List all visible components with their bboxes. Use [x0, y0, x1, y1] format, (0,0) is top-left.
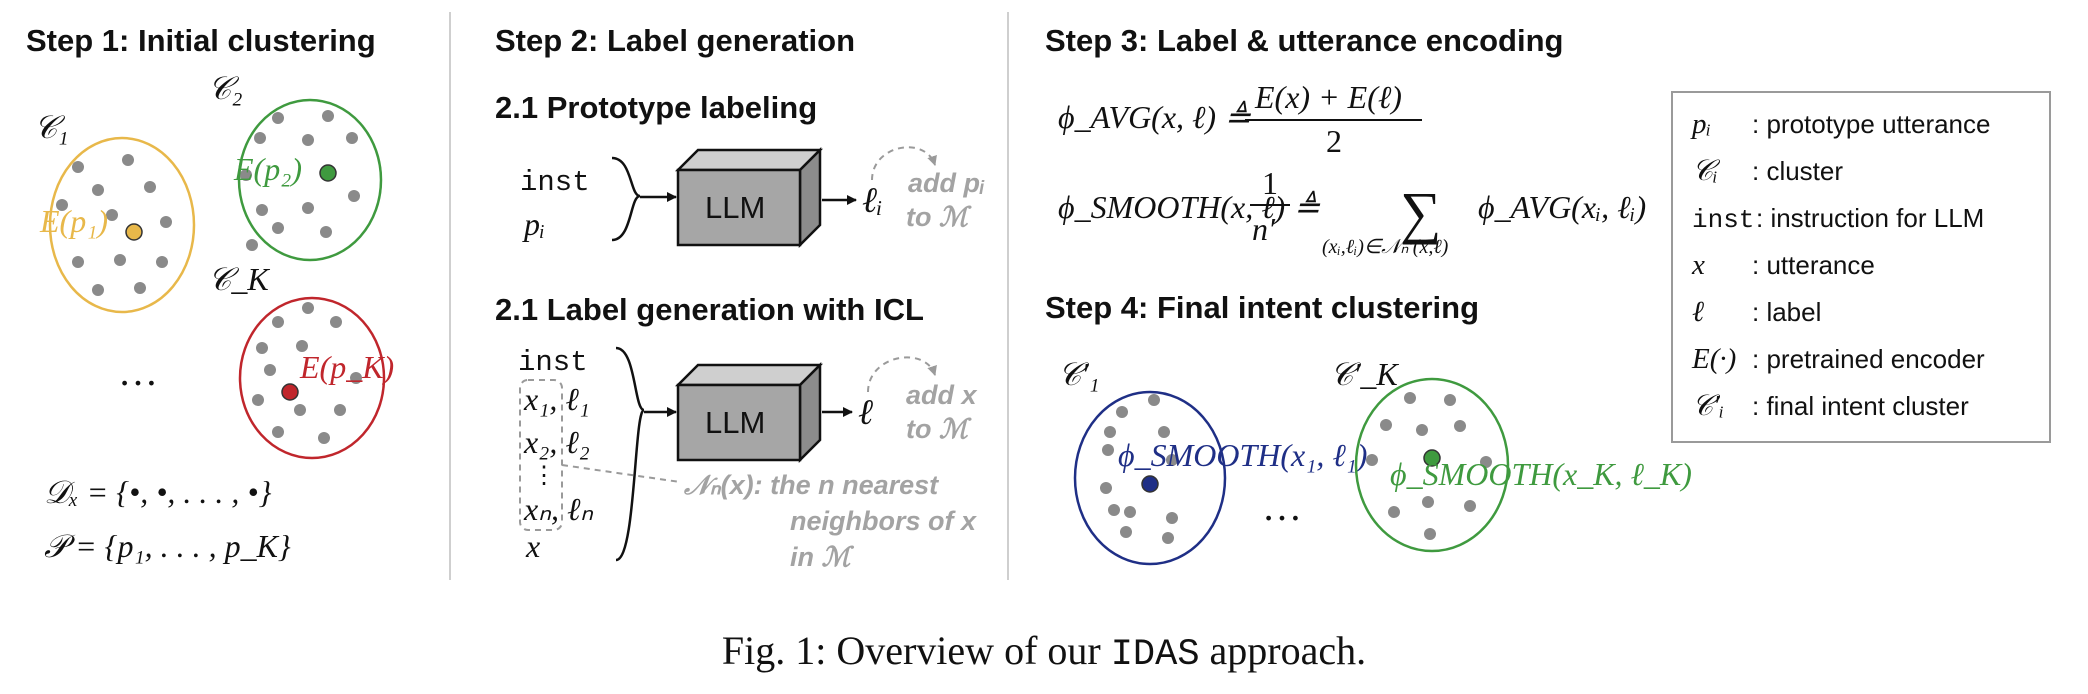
- note-nn-2: neighbors of x: [790, 506, 977, 536]
- e-pk-label: E(p_K): [299, 349, 394, 385]
- step1-heading: Step 1: Initial clustering: [26, 23, 376, 58]
- dashed-line-neighbors: [561, 464, 681, 483]
- legend-box: [1671, 91, 2051, 443]
- legend-symbol: E(·): [1691, 343, 1736, 375]
- neighbors-dashed-box: [519, 379, 563, 531]
- icl-x2-l2: x₂, ℓ₂: [523, 424, 590, 460]
- cluster-c2: [237, 98, 383, 262]
- cluster-c1-label: 𝒞₁: [34, 109, 68, 145]
- final-cluster-c1-label: 𝒞′₁: [1058, 356, 1099, 392]
- legend-description: : label: [1752, 297, 1821, 327]
- legend-symbol: 𝒞′ᵢ: [1692, 390, 1724, 422]
- legend-description: : cluster: [1752, 156, 1843, 186]
- cluster-ck-label: 𝒞_K: [208, 261, 270, 297]
- llm-box-1: LLM: [674, 146, 824, 249]
- legend-description: : final intent cluster: [1752, 391, 1969, 421]
- final-center-1: [1141, 475, 1159, 493]
- note-to-m-1: to ℳ: [906, 202, 972, 232]
- prototype-p1-point: [125, 223, 143, 241]
- dashed-arrow-add-pi: [871, 146, 937, 181]
- inst-text-2: inst: [518, 346, 588, 379]
- final-center-k: [1423, 449, 1441, 467]
- legend-description: : pretrained encoder: [1752, 344, 1985, 374]
- note-add-pi: add pᵢ: [908, 168, 985, 198]
- step1-ellipsis: …: [118, 349, 158, 394]
- sum-symbol: ∑: [1400, 180, 1441, 245]
- sum-subscript: (xᵢ,ℓᵢ)∈𝒩ₙ′(x,ℓ): [1322, 236, 1449, 258]
- prototype-p2-point: [319, 164, 337, 182]
- legend-symbol: ℓ: [1692, 296, 1704, 328]
- phi-smooth-xk-lk: ϕ_SMOOTH(x_K, ℓ_K): [1390, 456, 1692, 492]
- legend-symbol: x: [1691, 249, 1705, 281]
- prototype-pi: pᵢ: [522, 206, 545, 242]
- icl-x1-l1: x₁, ℓ₁: [523, 381, 590, 417]
- cluster-c1: [48, 136, 196, 314]
- phi-smooth-lhs: ϕ_SMOOTH(x, ℓ) ≜: [1058, 189, 1321, 225]
- step2-heading: Step 2: Label generation: [495, 23, 855, 58]
- cluster-c2-label: 𝒞₂: [208, 70, 242, 106]
- final-cluster-ck: [1354, 377, 1510, 553]
- label-l: ℓ: [858, 392, 873, 432]
- phi-smooth-rhs: ϕ_AVG(xᵢ, ℓᵢ): [1478, 189, 1646, 225]
- cluster-ck-points: [252, 302, 362, 444]
- legend-description: : utterance: [1752, 250, 1875, 280]
- note-nn-3: in ℳ: [790, 542, 854, 572]
- prototype-pk-point: [281, 383, 299, 401]
- legend-symbol: 𝒞ᵢ: [1692, 155, 1721, 187]
- phi-smooth-den: n′: [1252, 211, 1276, 247]
- note-nn-1: 𝒩ₙ(x): the n nearest: [683, 470, 939, 500]
- dashed-arrow-add-x: [867, 356, 937, 393]
- step2-2-heading: 2.1 Label generation with ICL: [495, 292, 924, 327]
- brace-2: [615, 346, 646, 562]
- cluster-c1-points: [56, 154, 172, 296]
- brace-1: [611, 156, 641, 242]
- step3-heading: Step 3: Label & utterance encoding: [1045, 23, 1563, 58]
- dataset-dx: 𝒟ₓ = {•, •, . . . , •}: [44, 474, 272, 510]
- icl-xn-ln: xₙ, ℓₙ: [523, 491, 594, 527]
- label-li: ℓᵢ: [862, 180, 883, 220]
- step2-1-heading: 2.1 Prototype labeling: [495, 90, 817, 125]
- step4-heading: Step 4: Final intent clustering: [1045, 290, 1479, 325]
- phi-avg-numerator: E(x) + E(ℓ): [1254, 79, 1402, 115]
- phi-avg-denominator: 2: [1326, 123, 1342, 159]
- cluster-ck: [238, 296, 386, 460]
- final-cluster-c1-points: [1100, 394, 1178, 544]
- note-to-m-2: to ℳ: [906, 414, 972, 444]
- prototype-set-p: 𝒫 = {p₁, . . . , p_K}: [44, 528, 291, 564]
- figure-caption: Fig. 1: Overview of our IDAS approach.: [722, 628, 1366, 676]
- step4-ellipsis: …: [1262, 484, 1302, 529]
- phi-avg-lhs: ϕ_AVG(x, ℓ) ≜: [1058, 99, 1252, 135]
- final-cluster-c1: [1073, 390, 1227, 566]
- e-p2-label: E(p₂): [233, 151, 302, 187]
- legend-symbol: pᵢ: [1690, 108, 1711, 140]
- icl-query-x: x: [525, 528, 540, 564]
- final-cluster-ck-points: [1366, 392, 1492, 540]
- llm-box-2: LLM: [674, 361, 824, 464]
- legend-symbol: inst: [1692, 205, 1754, 235]
- llm-label-1: LLM: [705, 190, 765, 225]
- legend-description: : instruction for LLM: [1756, 203, 1984, 233]
- cluster-c2-points: [240, 110, 360, 251]
- legend-description: : prototype utterance: [1752, 109, 1990, 139]
- llm-label-2: LLM: [705, 405, 765, 440]
- note-add-x: add x: [906, 380, 978, 410]
- final-cluster-ck-label: 𝒞′_K: [1330, 356, 1399, 392]
- phi-smooth-num: 1: [1262, 165, 1278, 201]
- inst-text-1: inst: [520, 166, 590, 199]
- phi-smooth-x1-l1: ϕ_SMOOTH(x₁, ℓ₁): [1118, 437, 1367, 473]
- e-p1-label: E(p₁): [39, 203, 108, 239]
- icl-vdots: ⋮: [532, 463, 556, 489]
